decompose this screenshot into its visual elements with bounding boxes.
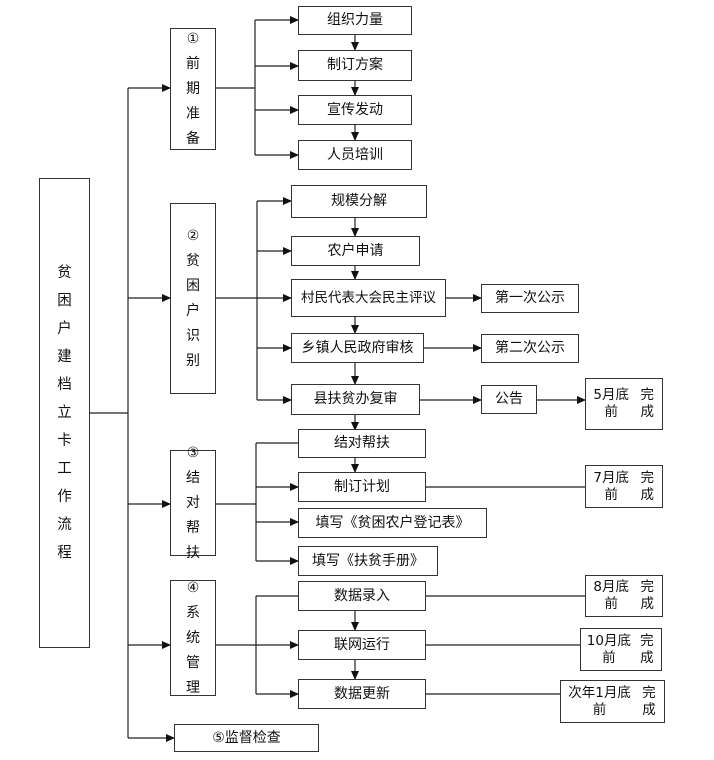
root-char: 作	[57, 489, 72, 505]
step-paired-assistance: 结对帮扶	[298, 429, 426, 458]
step-network-operation: 联网运行	[298, 630, 426, 660]
phase-char: 困	[186, 277, 200, 294]
step-township-government-audit: 乡镇人民政府审核	[291, 333, 424, 363]
phase-char: 准	[186, 105, 200, 122]
root-char: 卡	[57, 433, 72, 449]
phase-char: 帮	[186, 519, 200, 536]
root-char: 档	[57, 377, 72, 393]
root-char: 工	[57, 461, 72, 477]
phase-char: 统	[186, 629, 200, 646]
phase-char: 户	[186, 302, 200, 319]
deadline-august: 8月底前 完成	[585, 575, 663, 617]
deadline-may: 5月底前 完成	[585, 378, 663, 430]
deadline-october: 10月底前 完成	[580, 628, 662, 671]
deadline-july: 7月底前 完成	[585, 465, 663, 508]
step-fill-assistance-handbook: 填写《扶贫手册》	[298, 546, 438, 576]
root-char: 立	[57, 405, 72, 421]
root-char: 贫	[57, 265, 72, 281]
step-data-entry: 数据录入	[298, 581, 426, 611]
phase-char: 贫	[186, 252, 200, 269]
phase-char: ③	[186, 444, 200, 461]
root-char: 困	[57, 293, 72, 309]
phase-box-preparation: ① 前 期 准 备	[170, 28, 216, 150]
phase-char: ②	[186, 227, 200, 244]
phase-char: ④	[186, 579, 200, 596]
phase-char: ①	[186, 30, 200, 47]
root-char: 户	[57, 321, 72, 337]
root-char: 流	[57, 517, 72, 533]
step-organize-forces: 组织力量	[298, 6, 412, 35]
step-formulate-plan: 制订方案	[298, 50, 412, 81]
deadline-next-january: 次年1月底前 完成	[560, 680, 665, 723]
root-char: 建	[57, 349, 72, 365]
phase-box-identification: ② 贫 困 户 识 别	[170, 203, 216, 394]
phase-char: 期	[186, 80, 200, 97]
step-formulate-schedule: 制订计划	[298, 472, 426, 502]
phase-char: 管	[186, 654, 200, 671]
step-county-office-recheck: 县扶贫办复审	[291, 384, 420, 415]
step-fill-registration-form: 填写《贫困农户登记表》	[298, 508, 487, 538]
phase-char: 扶	[186, 544, 200, 561]
step-staff-training: 人员培训	[298, 140, 412, 170]
phase-char: 前	[186, 55, 200, 72]
phase-label: ⑤监督检查	[212, 729, 281, 746]
step-publicize: 宣传发动	[298, 95, 412, 125]
phase-char: 结	[186, 469, 200, 486]
root-char: 程	[57, 545, 72, 561]
step-data-update: 数据更新	[298, 679, 426, 709]
root-box-poor-household-filing-workflow: 贫 困 户 建 档 立 卡 工 作 流 程	[39, 178, 90, 648]
phase-box-supervision: ⑤监督检查	[174, 724, 319, 752]
step-villager-council-review: 村民代表大会民主评议	[291, 279, 446, 317]
phase-box-system-management: ④ 系 统 管 理	[170, 580, 216, 696]
phase-char: 理	[186, 679, 200, 696]
phase-char: 对	[186, 494, 200, 511]
phase-char: 备	[186, 130, 200, 147]
phase-box-paired-assistance: ③ 结 对 帮 扶	[170, 445, 216, 561]
notice-first-publicity: 第一次公示	[481, 284, 579, 313]
notice-second-publicity: 第二次公示	[481, 334, 579, 363]
phase-char: 别	[186, 352, 200, 369]
phase-char: 识	[186, 327, 200, 344]
step-scale-breakdown: 规模分解	[291, 185, 427, 218]
notice-announcement: 公告	[481, 385, 537, 414]
step-household-application: 农户申请	[291, 236, 420, 266]
phase-char: 系	[186, 604, 200, 621]
